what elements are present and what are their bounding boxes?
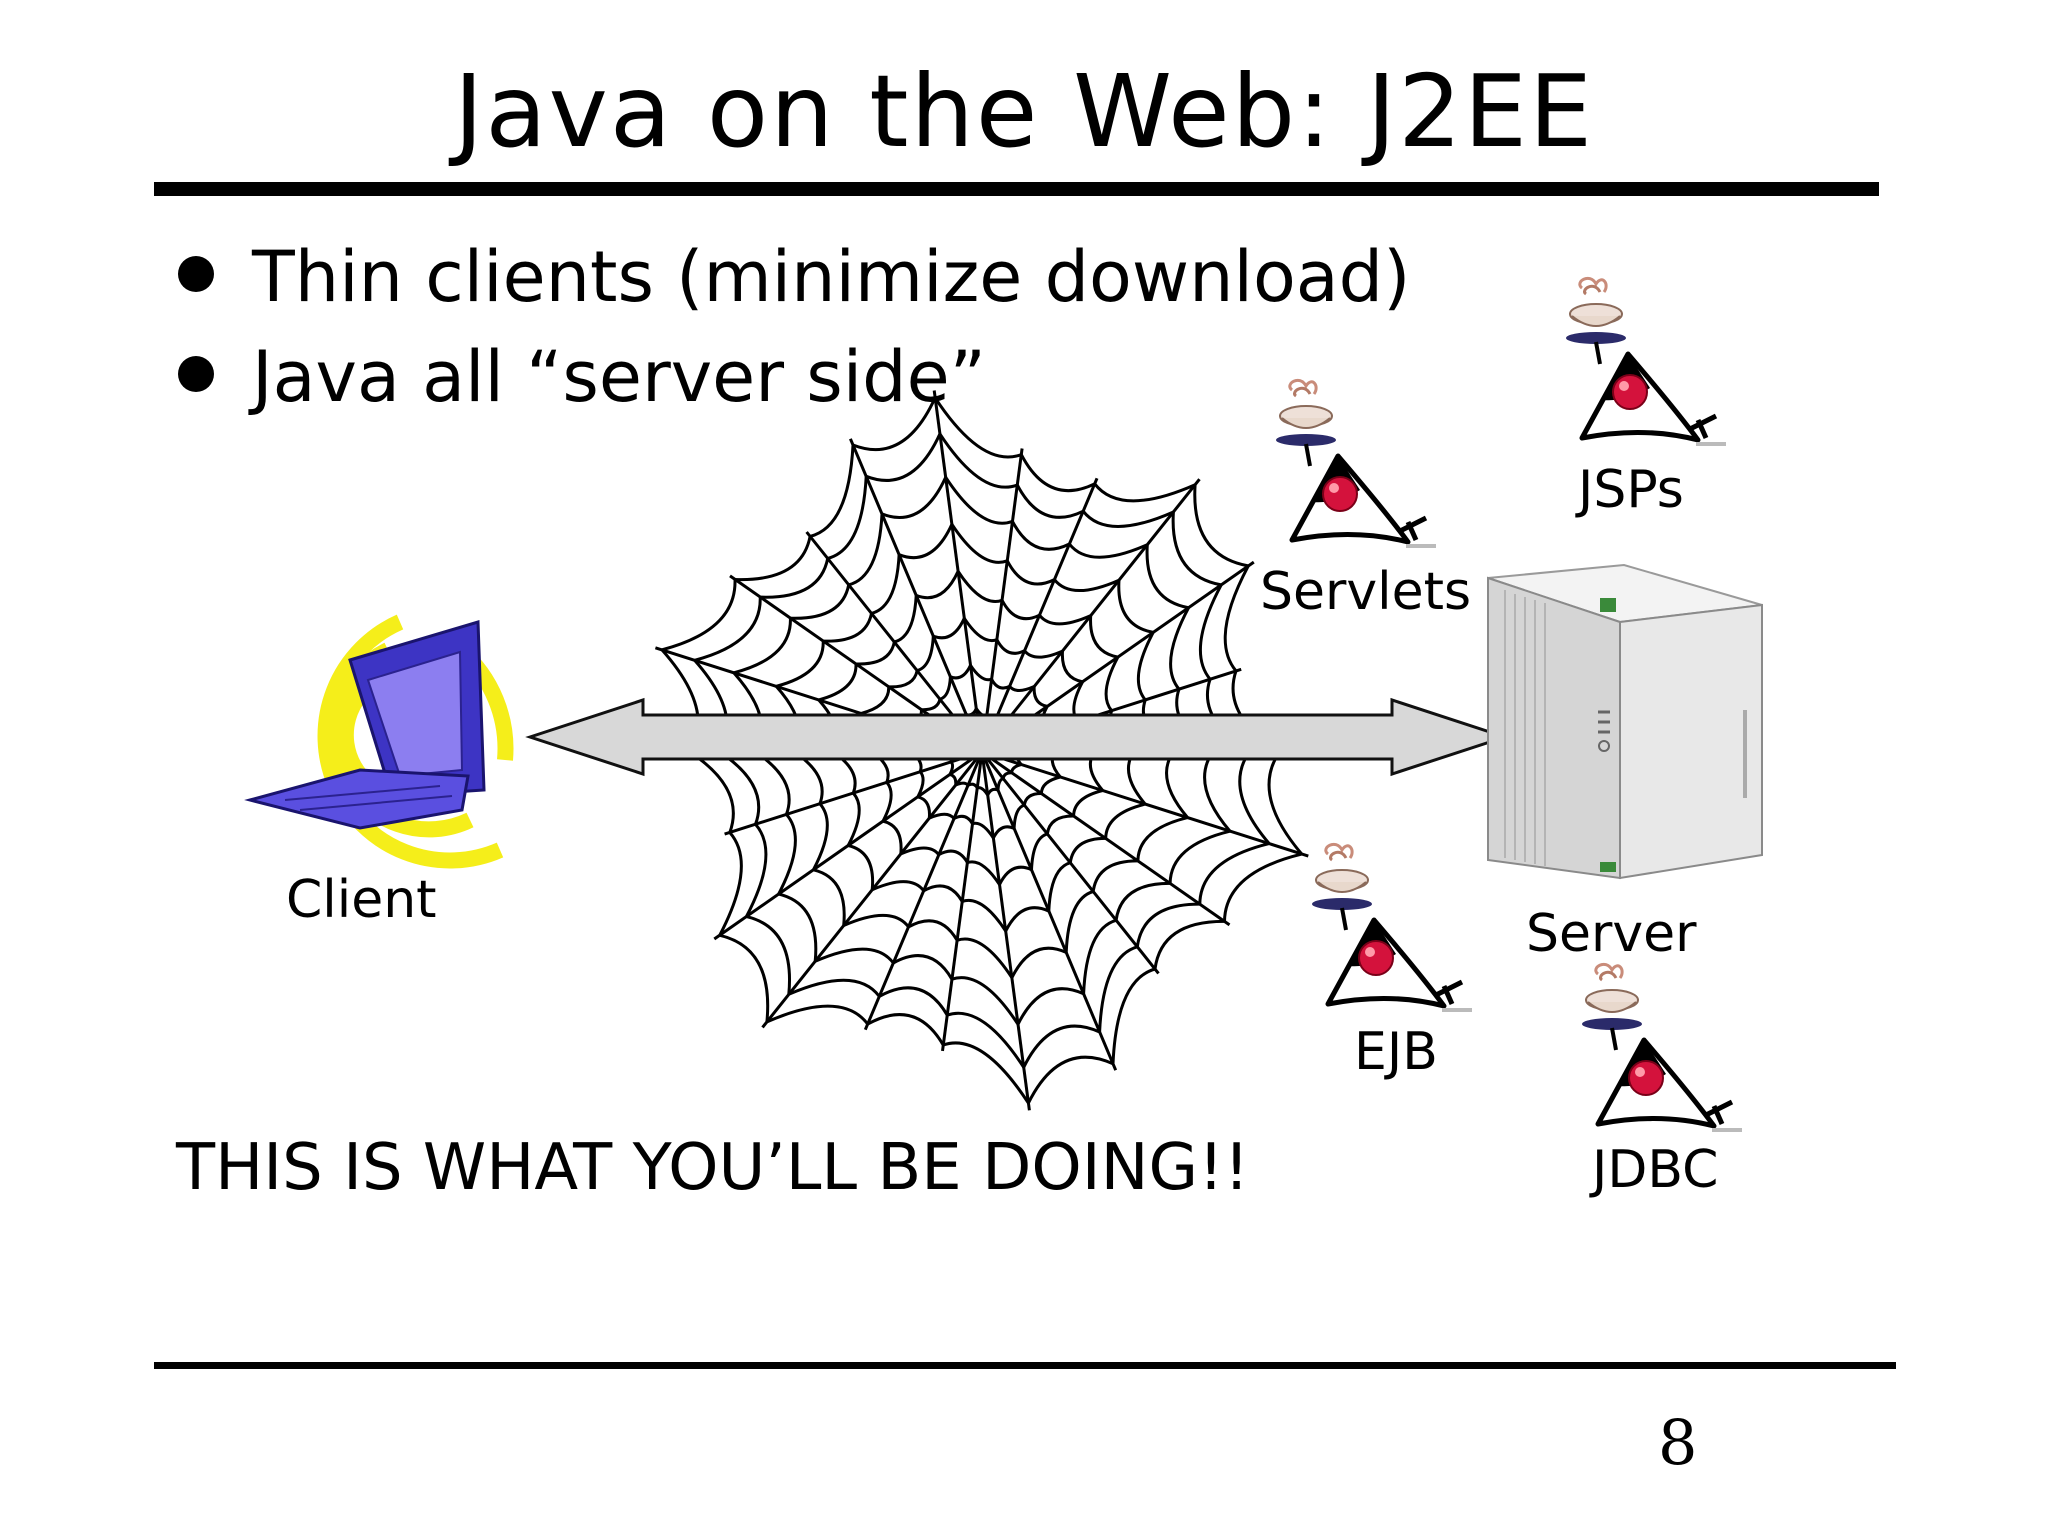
title-divider — [154, 182, 1879, 196]
jsps-label: JSPs — [1578, 460, 1684, 520]
servlets-label: Servlets — [1260, 562, 1472, 622]
jdbc-label: JDBC — [1592, 1140, 1719, 1200]
bullet-dot — [178, 356, 214, 392]
bullet-dot — [178, 256, 214, 292]
callout-text: THIS IS WHAT YOU’LL BE DOING!! — [176, 1131, 1250, 1205]
page-number: 8 — [1658, 1406, 1698, 1479]
footer-divider — [154, 1362, 1896, 1369]
server-label: Server — [1526, 904, 1697, 964]
bullet-text: Thin clients (minimize download) — [252, 236, 1411, 318]
ejb-label: EJB — [1354, 1022, 1438, 1082]
client-label: Client — [286, 870, 437, 930]
bullet-text: Java all “server side” — [252, 336, 986, 418]
slide-title: Java on the Web: J2EE — [453, 53, 1595, 170]
